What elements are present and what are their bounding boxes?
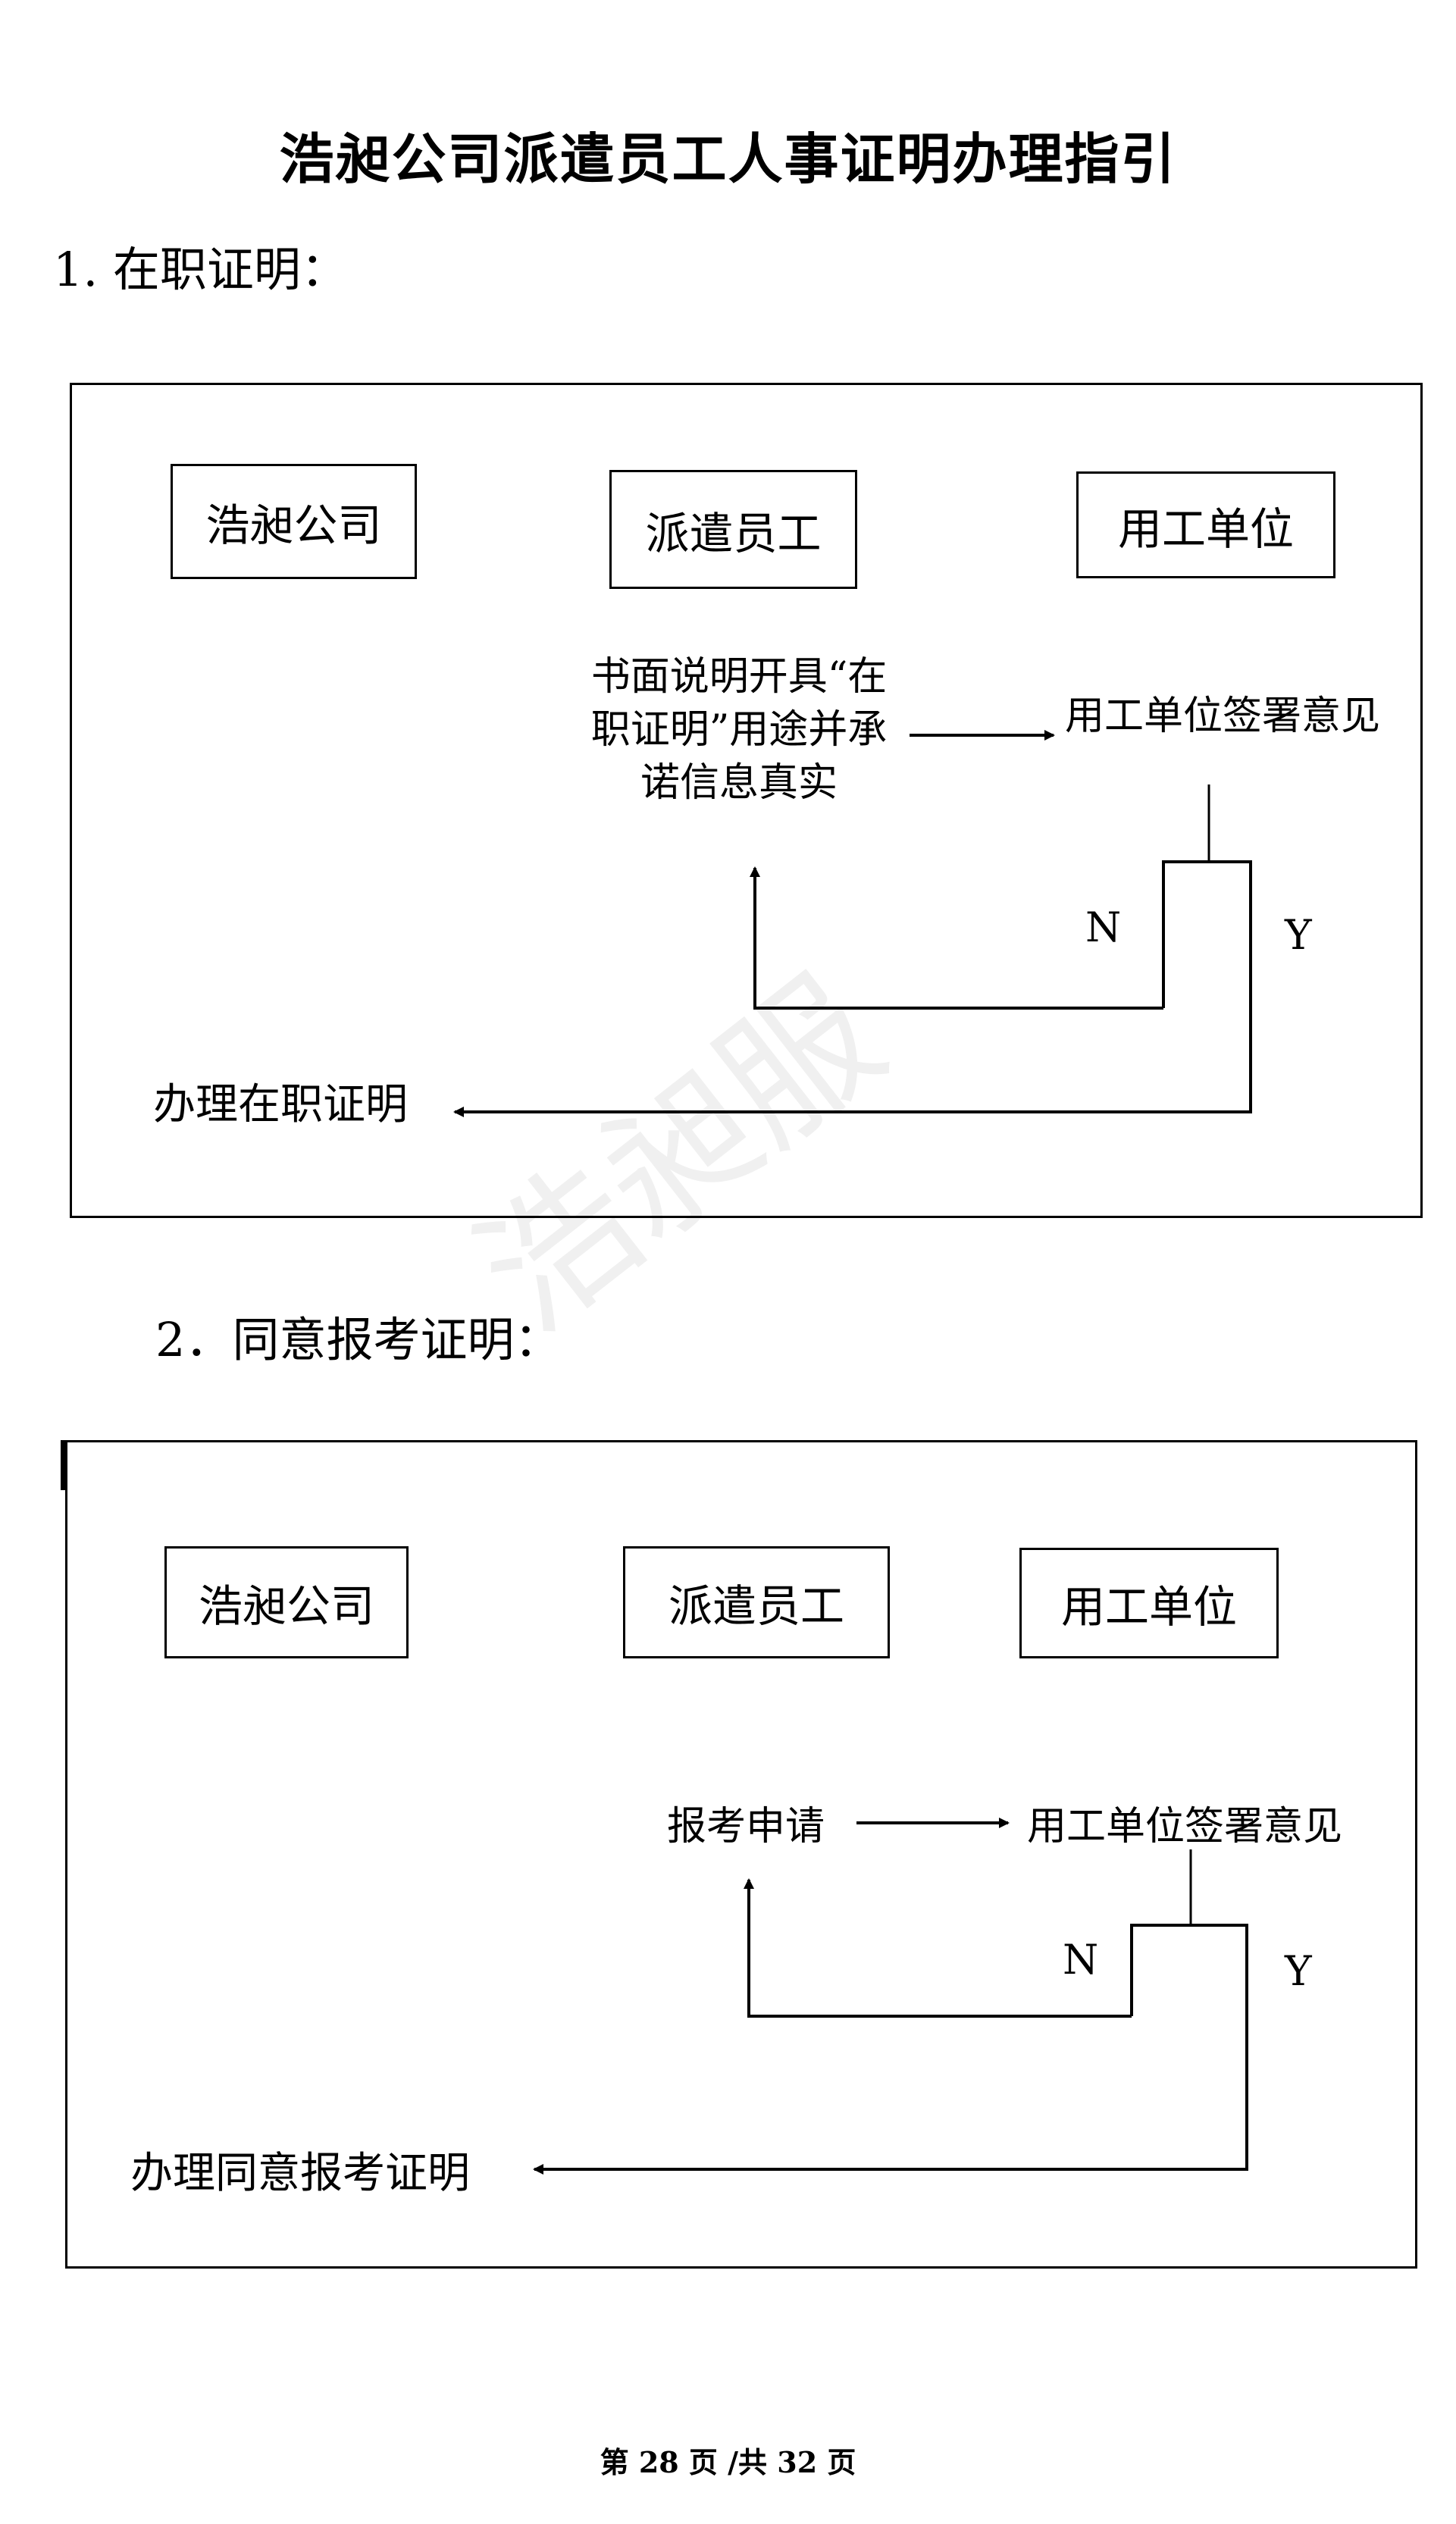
step-request-line: 职证明”用途并承 [590,707,888,753]
section2-node-employee: 派遣员工 [623,1546,890,1658]
section2-heading: 2．同意报考证明： [155,1312,562,1367]
node-label: 用工单位 [1060,1581,1237,1633]
node-label: 派遣员工 [645,507,822,559]
page-footer: 第 28 页 /共 32 页 [600,2445,856,2479]
step-request-line: 诺信息真实 [640,760,838,806]
section1-node-company: 浩昶公司 [171,464,417,579]
step-request-line: 书面说明开具“在 [590,654,888,700]
section2-node-company: 浩昶公司 [164,1546,409,1658]
section1-result: 办理在职证明 [153,1080,408,1129]
node-label: 用工单位 [1117,503,1294,555]
section1-node-employer: 用工单位 [1076,471,1335,578]
section2-step-sign: 用工单位签署意见 [1027,1804,1343,1849]
frame-corner-mark [61,1440,67,1490]
node-label: 派遣员工 [668,1580,844,1632]
section1-step-sign: 用工单位签署意见 [1065,694,1381,739]
section2-label-yes: Y [1285,1947,1312,1995]
section1-label-yes: Y [1285,911,1312,959]
node-label: 浩昶公司 [198,1580,374,1632]
section1-step-request: 书面说明开具“在 职证明”用途并承 诺信息真实 [576,650,902,810]
section1-frame [70,383,1423,1218]
section2-frame [65,1440,1417,2269]
section2-result: 办理同意报考证明 [130,2149,470,2198]
section1-heading: 1. 在职证明： [53,242,348,297]
section2-label-no: N [1063,1936,1099,1984]
node-label: 浩昶公司 [205,499,382,551]
connector-no-back [744,1878,1132,2018]
page-title: 浩昶公司派遣员工人事证明办理指引 [279,127,1177,191]
section2-node-employer: 用工单位 [1019,1548,1279,1658]
connector-no-back [750,866,1163,1010]
connector-yes-to-result [533,1924,1248,2175]
section2-step-request: 报考申请 [667,1804,825,1849]
section1-label-no: N [1085,903,1122,951]
connector-yes-to-result [453,860,1252,1117]
section1-node-employee: 派遣员工 [609,470,857,589]
